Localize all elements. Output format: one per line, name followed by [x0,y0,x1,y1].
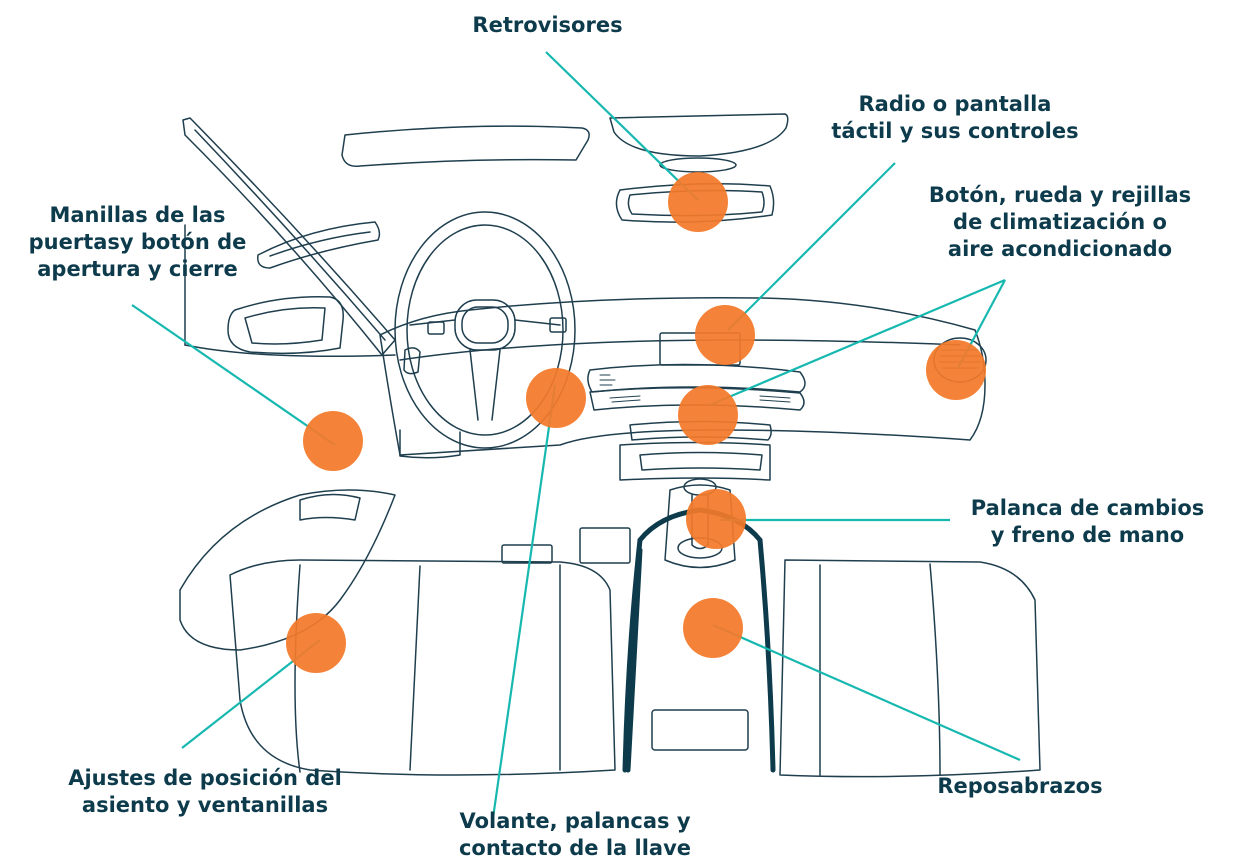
label-reposabrazos: Reposabrazos [937,774,1103,798]
hotspot-radio[interactable] [695,305,755,365]
label-manillas: Manillas de las puertasy botón de apertu… [28,203,247,281]
hotspot-steering[interactable] [526,368,586,428]
steering-hub [454,299,516,351]
mirror-mount [659,157,737,173]
left-vent [403,347,421,375]
label-palanca: Palanca de cambios y freno de mano [970,496,1205,547]
line-door [131,304,336,446]
hotspot-climate-right[interactable] [926,340,986,400]
console-box [651,709,749,751]
hotspot-armrest[interactable] [683,598,743,658]
a-pillar [182,117,396,356]
left-seat [229,559,616,776]
hotspot-gear[interactable] [686,489,746,549]
leader-lines [131,51,1021,826]
dashboard [379,297,986,456]
hotspots [286,172,986,673]
car-outline [179,113,1041,778]
side-mirror [227,296,344,355]
label-retrovisores: Retrovisores [472,13,623,37]
line-mirror [545,51,699,201]
steering-wheel [394,211,576,449]
door-front-lower [179,489,396,651]
sun-visor [341,125,590,168]
label-asiento: Ajustes de posición del asiento y ventan… [68,766,342,817]
line-steering [490,384,557,826]
line-radio [727,162,896,331]
hotspot-mirror[interactable] [668,172,728,232]
gear-lever-base [664,484,736,569]
line-armrest [712,623,1021,762]
label-climatizacion: Botón, rueda y rejillas de climatización… [928,183,1192,261]
line-climate-center [709,278,1006,407]
label-volante: Volante, palancas y contacto de la llave [458,809,692,860]
roof-console [609,113,789,157]
hotspot-seat[interactable] [286,613,346,673]
hotspot-climate-center[interactable] [678,385,738,445]
door-handle [257,221,381,269]
label-radio: Radio o pantalla táctil y sus controles [831,92,1079,143]
right-seat [779,559,1041,778]
hotspot-door[interactable] [303,411,363,471]
